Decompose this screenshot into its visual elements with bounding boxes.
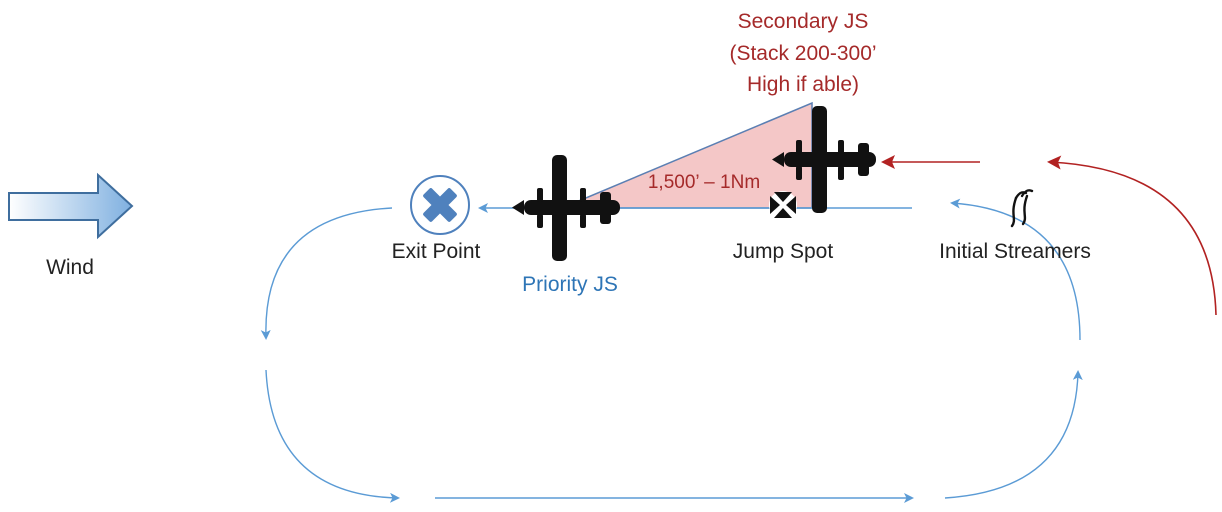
x-mark-icon: [410, 175, 470, 235]
secondary-js-label-line2: (Stack 200-300’: [729, 42, 876, 65]
wind-arrow-icon: [8, 172, 134, 240]
airplane-icon: [512, 155, 620, 261]
pattern-arc-right-top: [950, 198, 1081, 341]
exit-point-label: Exit Point: [392, 240, 481, 263]
pattern-arc-left-top: [260, 207, 393, 340]
maltese-cross-icon: [769, 191, 797, 219]
streamer-icon: [1010, 189, 1034, 228]
pattern-arc-right-bottom: [944, 370, 1083, 499]
distance-label: 1,500’ – 1Nm: [648, 172, 760, 193]
airplane-icon: [772, 106, 876, 213]
jump-spot-label: Jump Spot: [733, 240, 834, 263]
wind-label: Wind: [46, 256, 94, 279]
secondary-js-label-line1: Secondary JS: [738, 10, 869, 33]
initial-streamers-label: Initial Streamers: [939, 240, 1091, 263]
secondary-js-label-line3: High if able): [747, 73, 859, 96]
secondary-approach-arc: [1047, 155, 1217, 316]
priority-js-label: Priority JS: [522, 273, 618, 296]
pattern-arc-left-bottom: [265, 369, 400, 503]
